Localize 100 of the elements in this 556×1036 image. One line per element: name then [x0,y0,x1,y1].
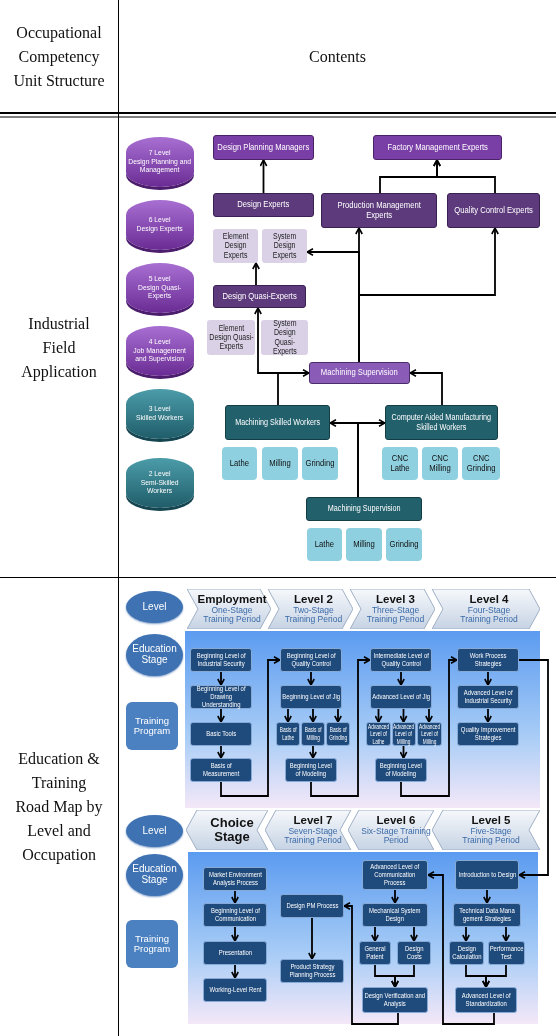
level-cylinder [126,458,194,508]
level-title: Design Quasi-Experts [137,283,183,301]
level-number: 4 Level [148,338,172,347]
stage-subtitle: Five-Stage Training Period [461,826,521,846]
stage-banner [187,589,271,629]
arrow [433,159,496,194]
stage-title: Level 7 [293,814,333,827]
stage-title: Level 4 [469,593,509,606]
arrow [310,656,371,797]
arrow [308,917,316,960]
row-label-oval: Education Stage [126,634,183,676]
level-cylinder [126,263,194,313]
stage-title: Choice Stage [209,815,255,845]
skill-box: CNC Milling [422,447,458,480]
role-box: Machining Supervision [309,362,410,384]
stage-title: Level 5 [471,814,511,827]
stage-banner [186,810,268,850]
level-number: 3 Level [148,405,172,414]
role-box: Production Management Experts [321,193,437,228]
arrow [484,671,492,686]
role-box: Computer Aided Manufacturing Skilled Workers [385,405,498,440]
level-number: 5 Level [148,275,172,284]
arrow [483,889,491,904]
level-title: Job Management and Supervision [132,346,188,364]
arrow [231,926,239,942]
row-label-box: Training Program [126,702,178,750]
row-label-oval: Education Stage [126,854,183,896]
stage-subtitle: Three-Stage Training Period [365,605,426,625]
skill-box: CNC Grinding [462,447,500,480]
arrow [358,227,499,363]
stage-title: Level 2 [294,593,333,606]
arrow [217,708,225,723]
arrow [427,871,495,1025]
level-number: 6 Level [148,216,172,225]
arrow [371,926,379,942]
specialty-box: System Design Quasi-Experts [261,320,308,355]
skill-box: Milling [262,447,298,480]
arrow [307,671,315,686]
level-title: Design Planning and Management [128,157,192,175]
skill-box: CNC Lathe [382,447,418,480]
arrow [462,926,470,942]
arrow [397,671,405,686]
row-header: Industrial Field Application [20,313,98,383]
row-label-box: Training Program [126,920,178,968]
arrow [252,262,260,286]
skill-box: Lathe [222,447,257,480]
role-box: Design Experts [213,193,314,217]
arrow [502,926,510,942]
stage-banner [268,589,353,629]
arrow [309,708,317,723]
arrow [343,902,399,1025]
arrow [284,708,292,723]
arrow [231,890,239,904]
arrow [309,745,317,759]
arrow [334,708,342,723]
arrow [400,656,458,797]
row-header: Education & Training Road Map by Level and Occupation [15,749,103,866]
stage-subtitle: One-Stage Training Period [203,605,261,625]
arrow [391,964,415,988]
arrow [482,964,507,988]
arrow [410,926,418,942]
role-box: Quality Control Experts [447,193,540,228]
stage-title: Employment [197,593,267,606]
arrow [217,745,225,759]
level-number: 7 Level [148,149,172,158]
specialty-box: System Design Experts [262,229,307,263]
row-label-oval: Level [126,815,183,847]
level-number: 2 Level [148,470,172,479]
arrow [484,708,492,723]
skill-box: Milling [346,528,382,561]
arrow [399,745,408,759]
stage-banner [348,810,434,850]
stage-subtitle: Two-Stage Training Period [283,605,344,625]
stage-title: Level 6 [376,814,416,827]
stage-banner [432,810,540,850]
skill-box: Lathe [307,528,342,561]
role-box: Design Quasi-Experts [213,285,306,308]
stage-banner [432,589,540,629]
role-box: Machining Supervision [306,497,422,521]
arrow [217,671,225,686]
stage-banner [265,810,351,850]
arrow [391,889,399,904]
stage-subtitle: Four-Stage Training Period [459,605,519,625]
arrow [374,708,383,723]
stage-title: Level 3 [376,593,415,606]
arrow [409,369,443,406]
role-box: Machining Skilled Workers [225,405,330,440]
arrow [425,708,433,723]
table-header: Occupational Competency Unit Structure [13,22,105,91]
arrow [357,419,386,498]
arrow [259,159,268,194]
specialty-box: Element Design Experts [213,229,258,263]
role-box: Design Planning Managers [213,135,314,160]
table-header: Contents [308,46,367,67]
skill-box: Grinding [302,447,338,480]
role-box: Factory Management Experts [373,135,502,160]
level-title: Semi-Skilled Workers [140,478,180,496]
level-cylinder [126,326,194,376]
level-cylinder [126,200,194,250]
specialty-box: Element Design Quasi-Experts [207,320,255,355]
